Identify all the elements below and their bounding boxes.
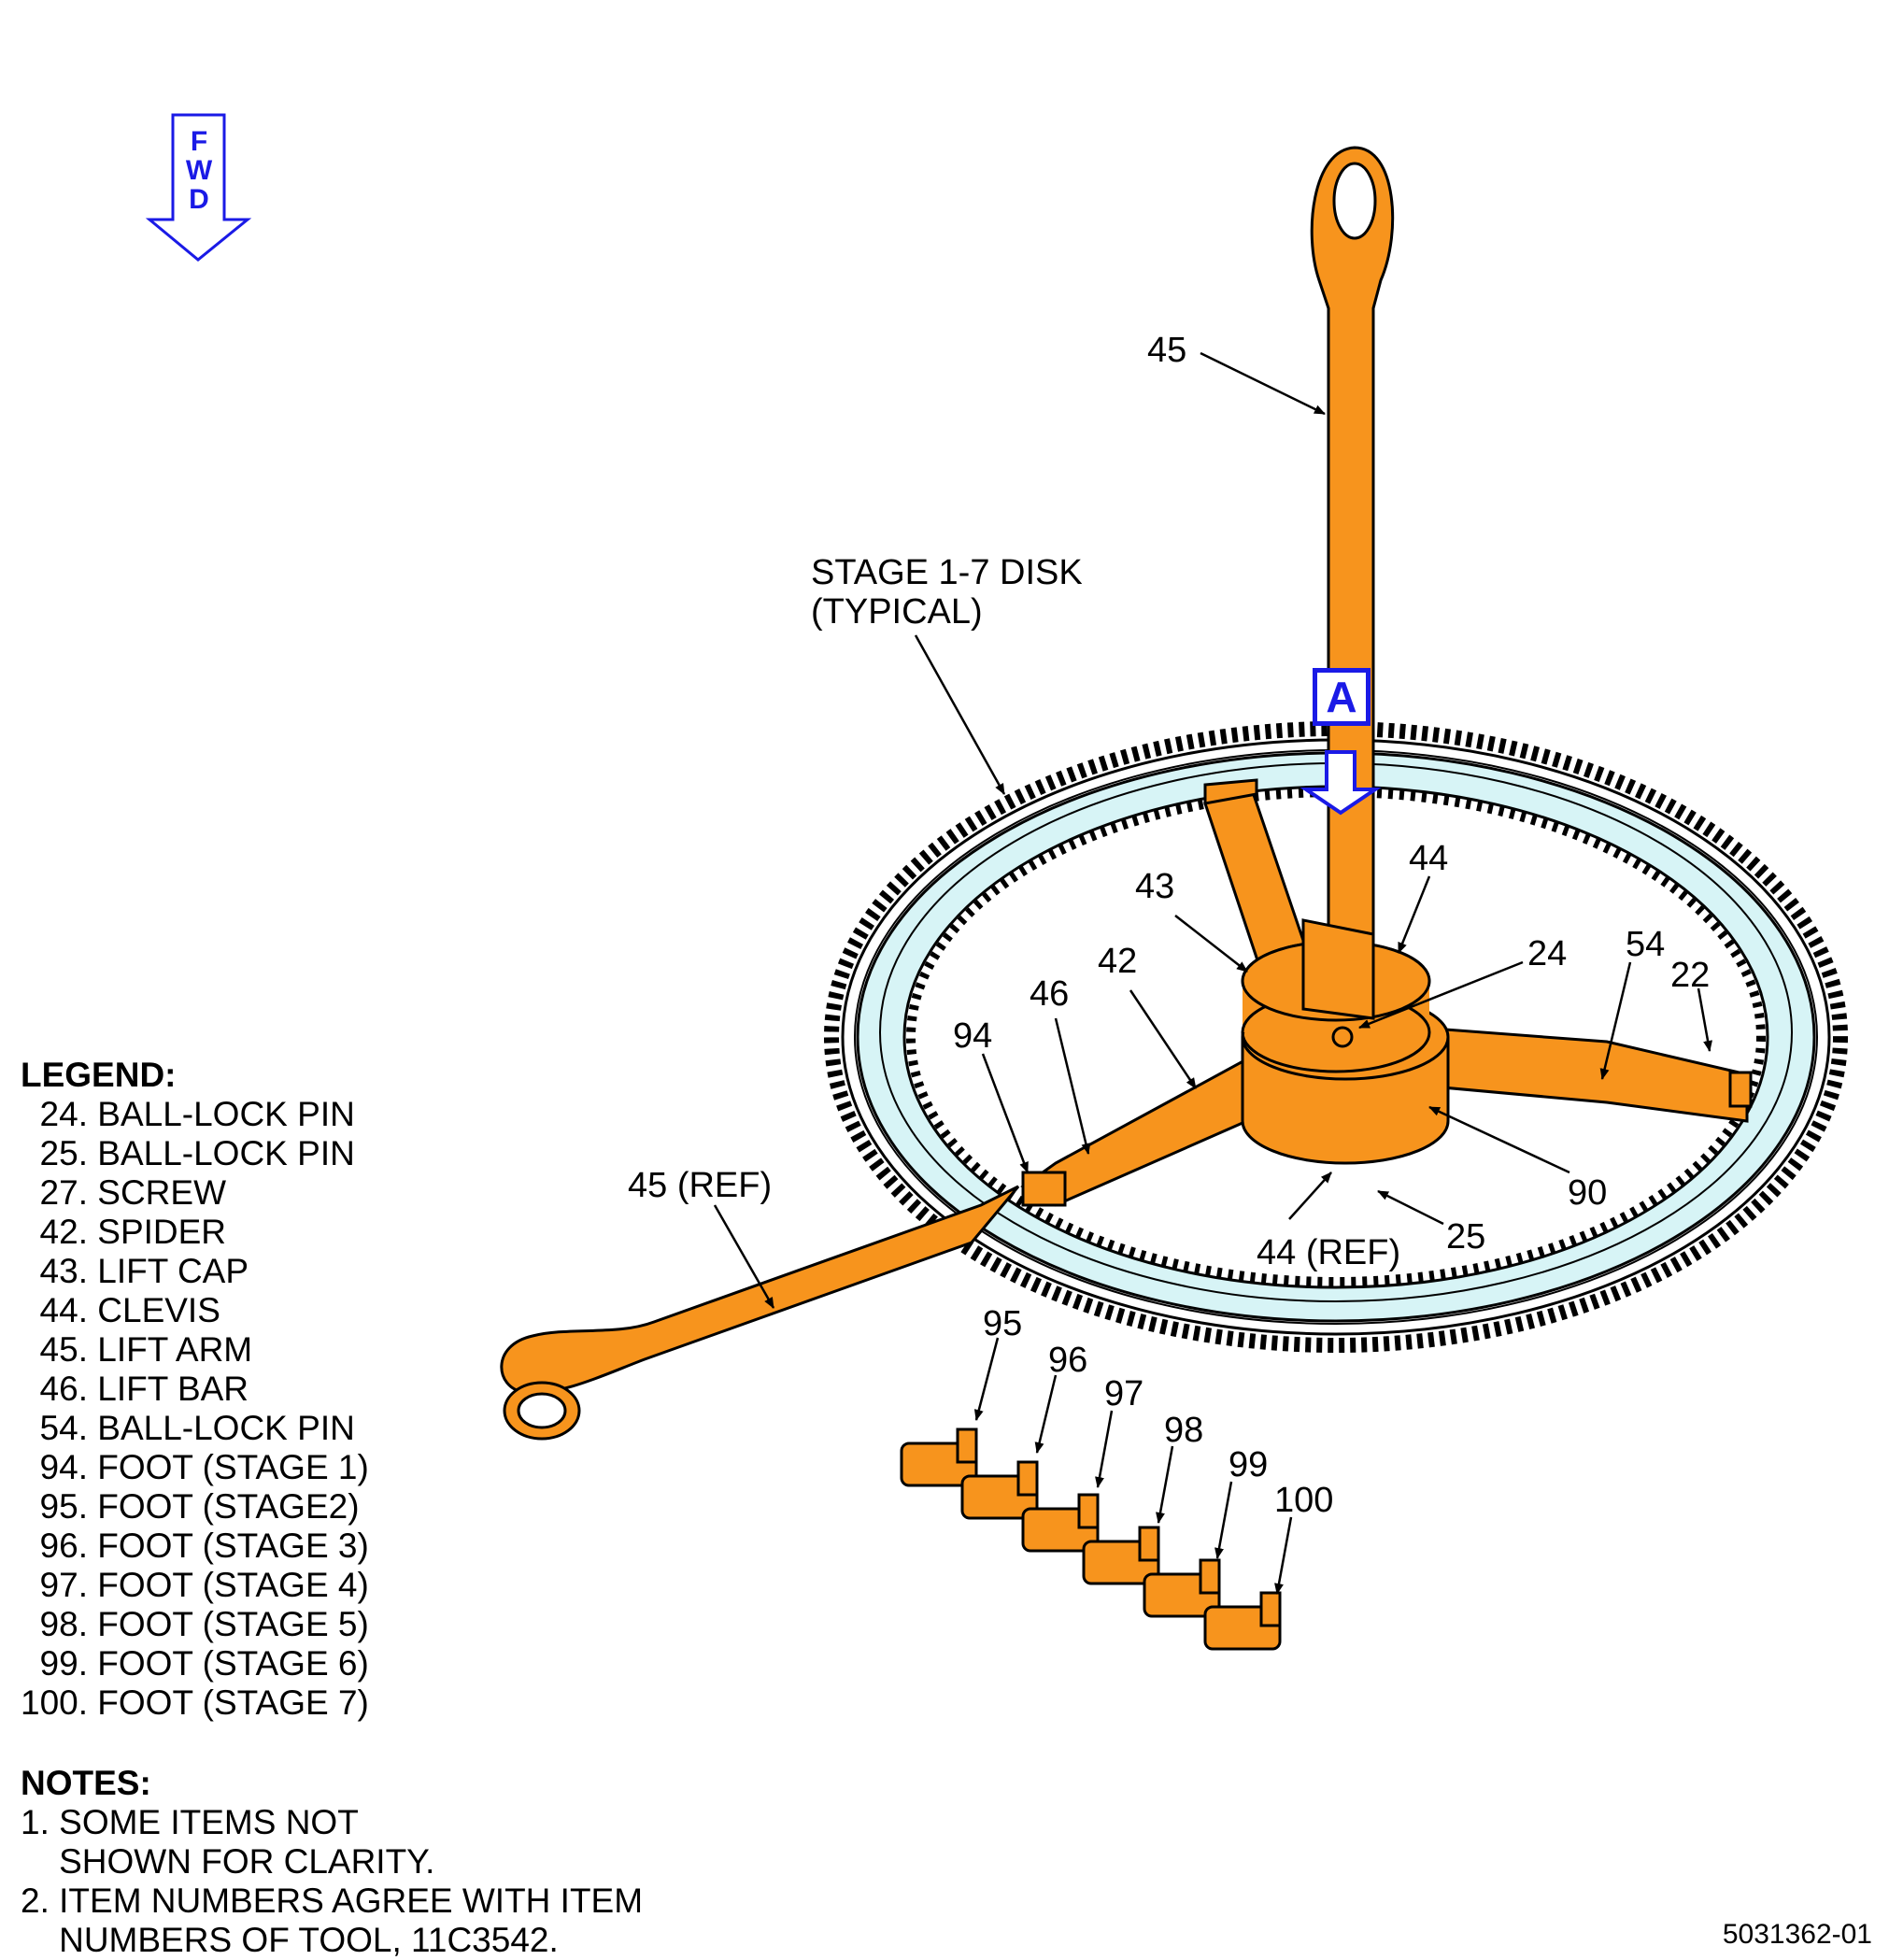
callout-97: 97 xyxy=(1104,1374,1144,1413)
feet-set xyxy=(900,1427,1282,1651)
callout-24: 24 xyxy=(1527,934,1568,973)
callout-disk-line2: (TYPICAL) xyxy=(811,592,983,632)
legend-item: 44. CLEVIS xyxy=(21,1291,220,1329)
fwd-arrow-icon xyxy=(145,113,252,262)
fwd-letter-d: D xyxy=(189,184,209,215)
fwd-letter-f: F xyxy=(190,126,208,157)
callout-22: 22 xyxy=(1670,956,1711,995)
legend-item: 54. BALL-LOCK PIN xyxy=(21,1409,355,1447)
leader-lines xyxy=(713,351,1712,1595)
note-line: NUMBERS OF TOOL, 11C3542. xyxy=(21,1921,559,1959)
callout-99: 99 xyxy=(1229,1445,1269,1484)
figure-number: 5031362-01 xyxy=(1722,1919,1872,1950)
legend-item: 46. LIFT BAR xyxy=(21,1370,249,1408)
callout-45: 45 xyxy=(1147,331,1187,370)
lift-arm-ref xyxy=(500,1185,1020,1441)
note-line: 1. SOME ITEMS NOT xyxy=(21,1803,359,1841)
callout-96: 96 xyxy=(1048,1341,1088,1380)
notes-title: NOTES: xyxy=(21,1764,151,1802)
lift-cap xyxy=(1241,918,1450,1165)
callout-46: 46 xyxy=(1030,974,1070,1014)
note-line: SHOWN FOR CLARITY. xyxy=(21,1842,435,1881)
callout-45-ref: 45 (REF) xyxy=(628,1166,773,1205)
callout-98: 98 xyxy=(1164,1411,1204,1450)
legend-item: 100. FOOT (STAGE 7) xyxy=(21,1683,369,1722)
callout-44: 44 xyxy=(1409,839,1449,878)
legend: LEGEND: 24. BALL-LOCK PIN 25. BALL-LOCK … xyxy=(21,1056,369,1723)
legend-item: 99. FOOT (STAGE 6) xyxy=(21,1644,369,1683)
notes: NOTES: 1. SOME ITEMS NOT SHOWN FOR CLARI… xyxy=(21,1764,643,1960)
callout-44-ref: 44 (REF) xyxy=(1257,1233,1401,1272)
view-a-marker: A xyxy=(1313,668,1371,726)
lift-arm xyxy=(1310,146,1395,936)
legend-item: 42. SPIDER xyxy=(21,1213,227,1251)
callout-42: 42 xyxy=(1098,942,1138,981)
legend-item: 95. FOOT (STAGE2) xyxy=(21,1487,360,1526)
legend-title: LEGEND: xyxy=(21,1056,177,1094)
legend-item: 45. LIFT ARM xyxy=(21,1330,253,1369)
callout-94: 94 xyxy=(953,1016,993,1056)
callout-disk-line1: STAGE 1-7 DISK xyxy=(811,553,1083,592)
callout-54: 54 xyxy=(1626,925,1666,964)
callout-95: 95 xyxy=(983,1304,1023,1343)
callout-43: 43 xyxy=(1135,867,1175,906)
fwd-letter-w: W xyxy=(185,155,213,186)
callout-25: 25 xyxy=(1446,1217,1486,1257)
note-line: 2. ITEM NUMBERS AGREE WITH ITEM xyxy=(21,1882,644,1920)
callout-90: 90 xyxy=(1568,1173,1608,1213)
view-arrow-icon xyxy=(1300,750,1382,816)
legend-item: 25. BALL-LOCK PIN xyxy=(21,1134,355,1172)
legend-item: 27. SCREW xyxy=(21,1173,226,1212)
legend-item: 24. BALL-LOCK PIN xyxy=(21,1095,355,1133)
legend-item: 94. FOOT (STAGE 1) xyxy=(21,1448,369,1486)
legend-item: 96. FOOT (STAGE 3) xyxy=(21,1527,369,1565)
legend-item: 97. FOOT (STAGE 4) xyxy=(21,1566,369,1604)
callout-100: 100 xyxy=(1274,1481,1334,1520)
legend-item: 98. FOOT (STAGE 5) xyxy=(21,1605,369,1643)
legend-item: 43. LIFT CAP xyxy=(21,1252,249,1290)
